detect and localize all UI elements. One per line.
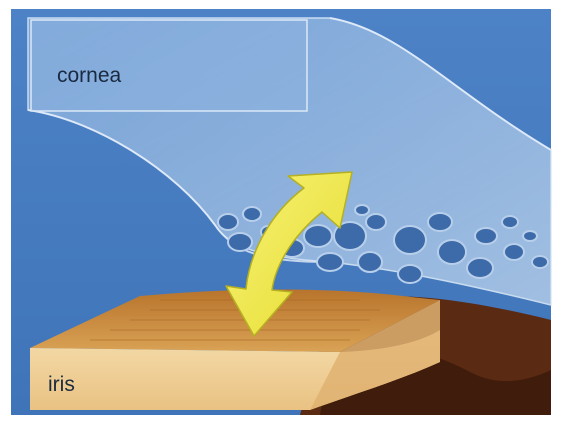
cornea-label: cornea — [57, 64, 122, 87]
iris-label: iris — [48, 373, 75, 396]
